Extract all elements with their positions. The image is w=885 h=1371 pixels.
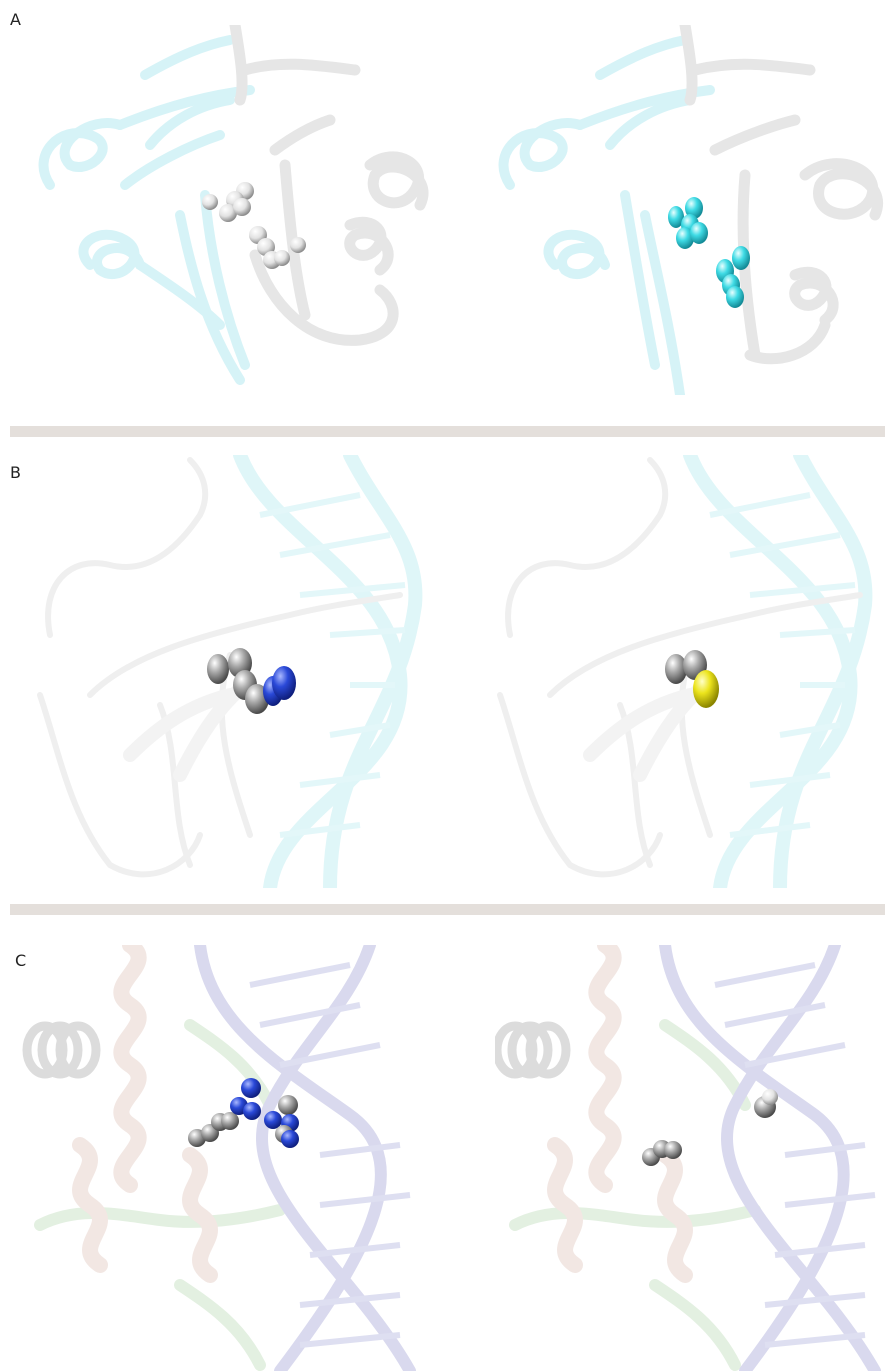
panel-c-left-structure [20, 945, 440, 1371]
panel-b-left-structure [30, 455, 440, 888]
section-divider-2 [10, 904, 885, 915]
panel-a-left-structure [30, 25, 440, 395]
section-divider-1 [10, 426, 885, 437]
panel-label-b: B [10, 463, 21, 482]
panel-c-right-structure [495, 945, 885, 1371]
residue-spheres-gray-c [642, 1089, 778, 1166]
panel-label-a: A [10, 10, 21, 29]
panel-b-right-structure [495, 455, 885, 888]
panel-a-right-structure [495, 25, 885, 395]
